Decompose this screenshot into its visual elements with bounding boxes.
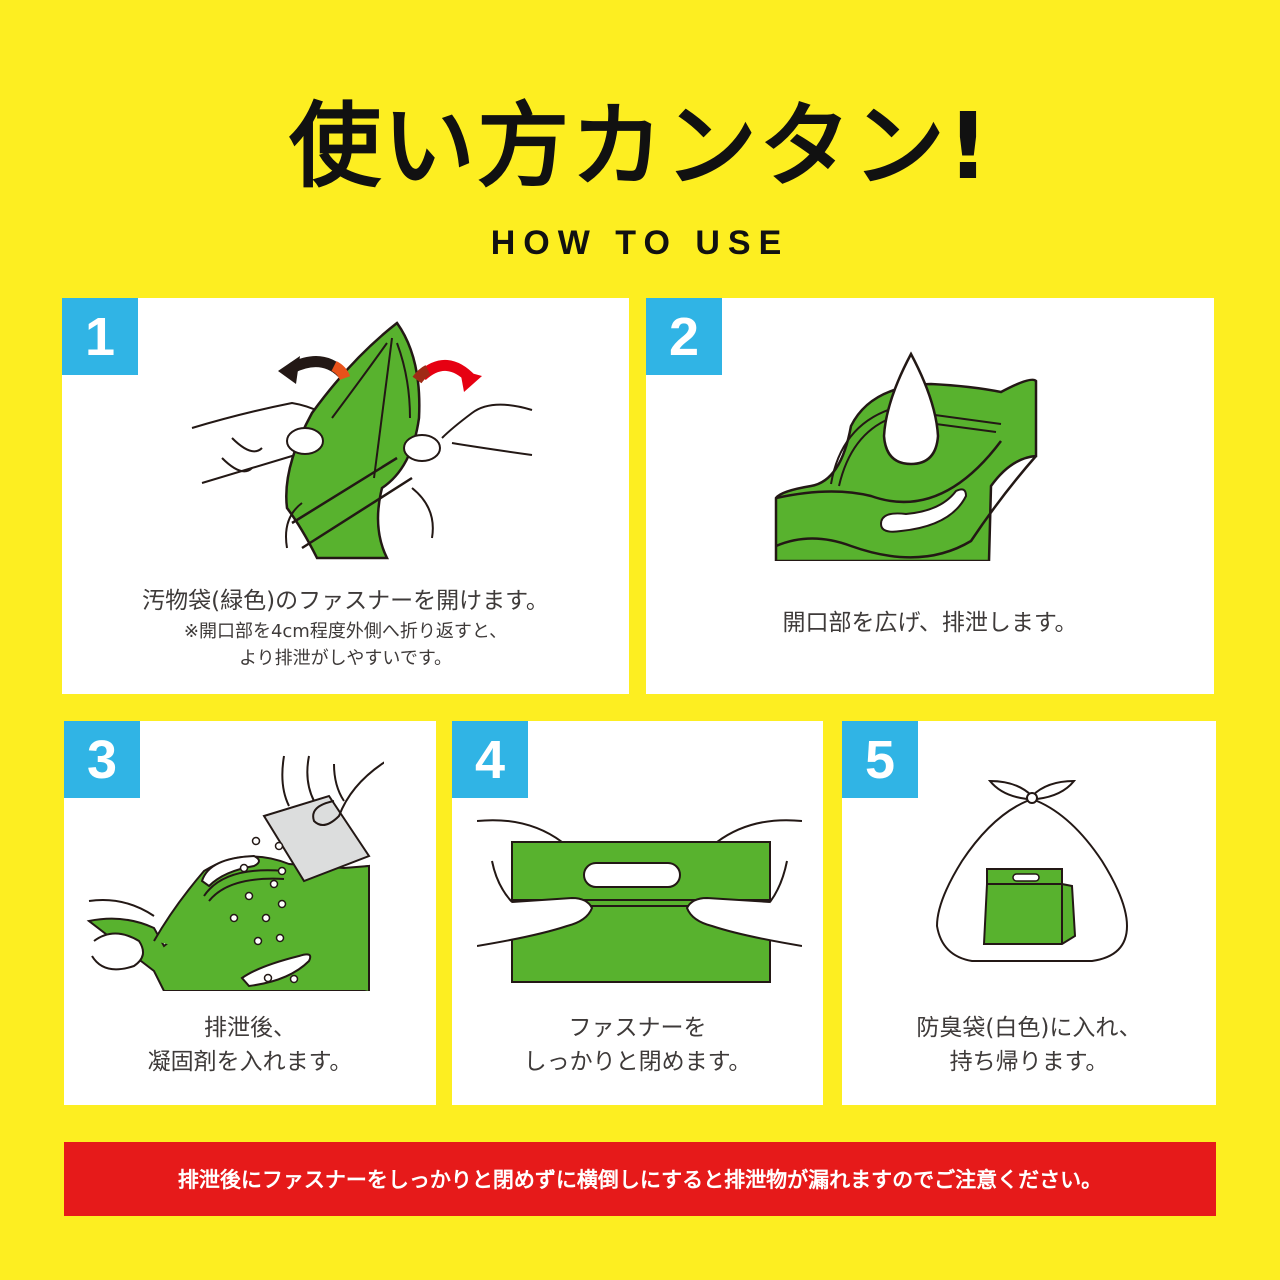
step-4-caption-line-2: しっかりと閉めます。 <box>523 1049 752 1075</box>
step-4-badge: 4 <box>452 721 528 798</box>
step-4-panel: 4 ファスナーを しっかりと閉めます。 <box>452 721 823 1105</box>
hands-opening-bag-illustration <box>191 321 533 560</box>
green-bag-icon <box>982 868 1077 945</box>
coagulant-packet-icon <box>262 794 371 883</box>
step-5-caption-line-1: 防臭袋(白色)に入れ、 <box>916 1015 1142 1041</box>
step-3-caption-line-1: 排泄後、 <box>204 1015 296 1041</box>
step-5-caption: 防臭袋(白色)に入れ、 持ち帰ります。 <box>842 1011 1216 1079</box>
step-1-caption-note-2: より排泄がしやすいです。 <box>238 648 453 669</box>
step-1-caption-main: 汚物袋(緑色)のファスナーを開けます。 <box>142 588 549 614</box>
step-3-caption: 排泄後、 凝固剤を入れます。 <box>64 1011 436 1079</box>
step-2-panel: 2 開口部を広げ、排泄します。 <box>646 298 1214 694</box>
step-4-caption: ファスナーを しっかりと閉めます。 <box>452 1011 823 1079</box>
step-1-caption: 汚物袋(緑色)のファスナーを開けます。 ※開口部を4cm程度外側へ折り返すと、 … <box>62 584 629 672</box>
open-bag-with-drop-illustration <box>774 351 1038 561</box>
closing-zipper-illustration <box>477 819 802 983</box>
step-2-badge: 2 <box>646 298 722 375</box>
step-2-caption-line-1: 開口部を広げ、排泄します。 <box>782 610 1078 636</box>
warning-banner: 排泄後にファスナーをしっかりと閉めずに横倒しにすると排泄物が漏れますのでご注意く… <box>64 1142 1216 1216</box>
page-title: 使い方カンタン! <box>289 93 991 200</box>
step-5-caption-line-2: 持ち帰ります。 <box>949 1049 1109 1075</box>
page-subtitle: HOW TO USE <box>490 224 790 262</box>
step-3-caption-line-2: 凝固剤を入れます。 <box>147 1049 353 1075</box>
rotate-left-arrow-icon <box>278 356 351 384</box>
step-5-panel: 5 防臭袋(白色)に入れ、 持ち帰ります。 <box>842 721 1216 1105</box>
step-3-badge: 3 <box>64 721 140 798</box>
warning-text: 排泄後にファスナーをしっかりと閉めずに横倒しにすると排泄物が漏れますのでご注意く… <box>177 1168 1103 1192</box>
step-2-caption: 開口部を広げ、排泄します。 <box>646 606 1214 640</box>
bag-in-deodorant-bag-illustration <box>935 779 1129 962</box>
rotate-right-arrow-icon <box>412 360 482 392</box>
step-1-panel: 1 汚物袋(緑色)のファスナーを開けます。 ※開口部を4cm程 <box>62 298 629 694</box>
coagulant-particles <box>229 836 299 984</box>
water-drop-icon <box>882 351 940 466</box>
step-1-badge: 1 <box>62 298 138 375</box>
step-5-badge: 5 <box>842 721 918 798</box>
pouring-coagulant-illustration <box>86 755 384 991</box>
step-3-panel: 3 排泄後、 凝固剤を入れます。 <box>64 721 436 1105</box>
step-4-caption-line-1: ファスナーを <box>568 1015 707 1041</box>
step-1-caption-note-1: ※開口部を4cm程度外側へ折り返すと、 <box>183 621 508 642</box>
